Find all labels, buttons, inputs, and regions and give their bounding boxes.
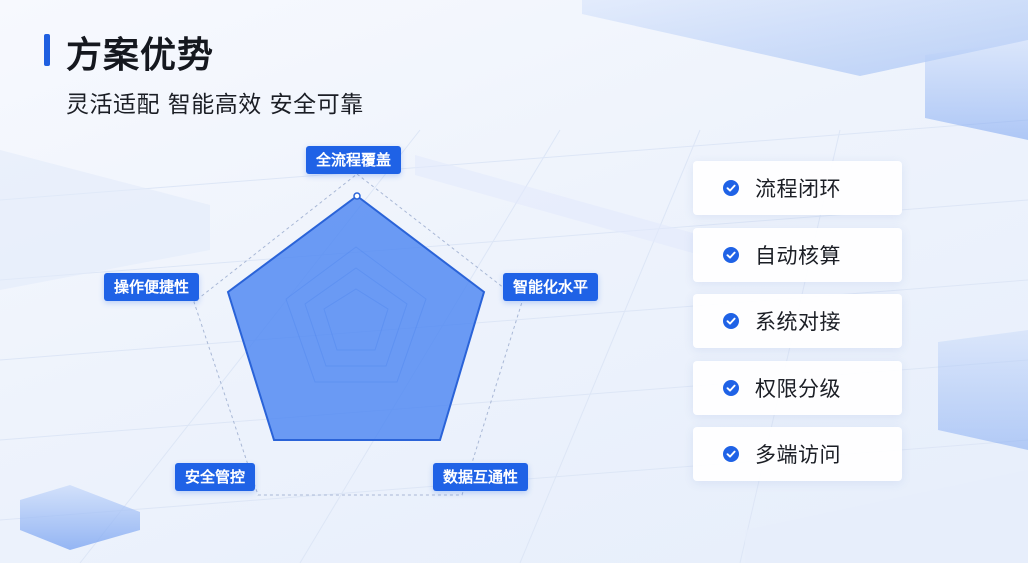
feature-item: 多端访问 bbox=[693, 427, 902, 481]
feature-item: 流程闭环 bbox=[693, 161, 902, 215]
feature-text: 多端访问 bbox=[755, 443, 841, 467]
feature-text: 系统对接 bbox=[755, 310, 841, 334]
radar-axis-label-coverage: 全流程覆盖 bbox=[306, 146, 402, 174]
feature-item: 自动核算 bbox=[693, 227, 902, 282]
radar-outer-ring bbox=[193, 173, 523, 496]
feature-text: 流程闭环 bbox=[755, 177, 841, 201]
check-circle-icon bbox=[723, 246, 739, 263]
check-circle-icon bbox=[723, 379, 739, 396]
feature-item: 权限分级 bbox=[693, 360, 902, 415]
radar-vertex-marker bbox=[353, 192, 361, 200]
radar-axis-label-usability: 操作便捷性 bbox=[104, 273, 200, 301]
feature-text: 权限分级 bbox=[755, 376, 841, 401]
radar-grid bbox=[193, 173, 523, 496]
check-circle-icon bbox=[723, 180, 739, 196]
page-subtitle: 灵活适配 智能高效 安全可靠 bbox=[66, 92, 364, 118]
feature-list: 流程闭环 自动核算 系统对接 权限分级 多端访问 bbox=[693, 161, 902, 494]
check-circle-icon bbox=[723, 446, 739, 462]
check-circle-icon bbox=[723, 313, 739, 329]
radar-axis-label-interoperability: 数据互通性 bbox=[433, 463, 529, 491]
title-accent-bar bbox=[44, 34, 50, 66]
radar-filled-area bbox=[226, 194, 486, 441]
radar-axis-label-security: 安全管控 bbox=[175, 463, 256, 491]
radar-axis-label-intelligence: 智能化水平 bbox=[503, 273, 599, 301]
feature-item: 系统对接 bbox=[693, 294, 902, 348]
page-title: 方案优势 bbox=[66, 35, 215, 76]
feature-text: 自动核算 bbox=[755, 243, 841, 268]
